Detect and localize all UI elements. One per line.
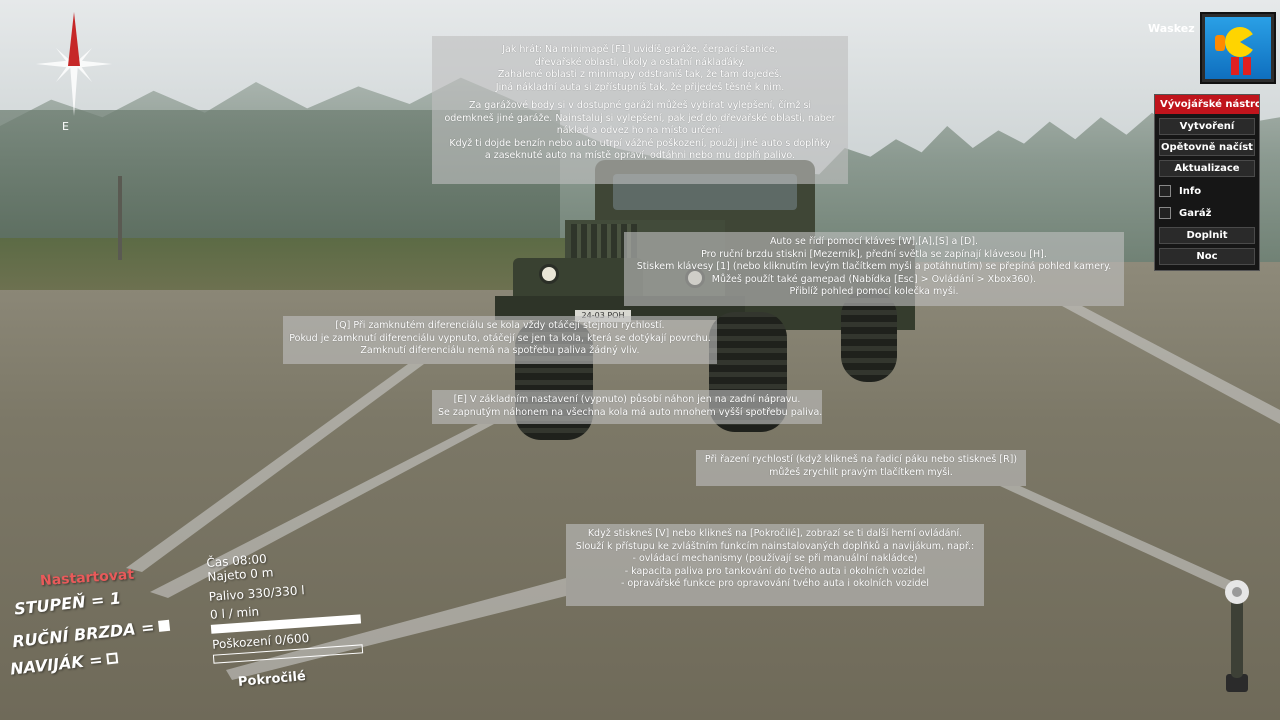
compass-icon: E — [36, 12, 112, 133]
avatar-thumb — [1215, 35, 1225, 51]
dev-tools-panel: Vývojářské nástroje Vytvoření Opětovně n… — [1154, 94, 1260, 271]
tip-line: Stiskem klávesy [1] (nebo kliknutím levý… — [636, 261, 1112, 272]
checkbox-icon[interactable] — [1159, 207, 1171, 219]
svg-text:E: E — [62, 120, 69, 133]
night-button[interactable]: Noc — [1159, 248, 1255, 265]
gear-lever-icon[interactable] — [1220, 578, 1260, 696]
tip-line: Můžeš použít také gamepad (Nabídka [Esc]… — [711, 273, 1037, 285]
handbrake-state-icon — [157, 619, 170, 632]
tip-line: Zamknutí diferenciálu nemá na spotřebu p… — [360, 345, 640, 356]
avatar-legs — [1231, 57, 1251, 75]
tip-advanced: Když stiskneš [V] nebo klikneš na [Pokro… — [566, 524, 984, 606]
utility-pole — [118, 176, 122, 260]
tip-line: náklad a odvez ho na místo určení. — [556, 125, 724, 136]
update-button[interactable]: Aktualizace — [1159, 160, 1255, 177]
tip-line: dřevařské oblasti, úkoly a ostatní nákla… — [534, 56, 746, 68]
tip-line: Auto se řídí pomocí kláves [W],[A],[S] a… — [769, 236, 979, 247]
winch-state-icon — [105, 652, 119, 665]
vehicle-stats: Čas 08:00 Najeto 0 m Palivo 330/330 l 0 … — [206, 546, 364, 668]
tip-line: - kapacita paliva pro tankování do tvého… — [624, 565, 926, 577]
leader-gearshift — [1000, 486, 1238, 590]
leader-diff-lock — [126, 364, 424, 572]
tip-line: Jiná nákladní auta si zpřístupníš tak, ž… — [495, 81, 785, 93]
info-checkbox-label: Info — [1179, 185, 1202, 197]
leader-awd — [150, 424, 494, 598]
tip-line: Při řazení rychlostí (když klikneš na řa… — [704, 454, 1018, 465]
tip-diff-lock: [Q] Při zamknutém diferenciálu se kola v… — [283, 316, 717, 364]
tip-line: Se zapnutým náhonem na všechna kola má a… — [438, 406, 823, 418]
tip-line: Pro ruční brzdu stiskni [Mezerník], před… — [701, 248, 1047, 260]
tip-controls: Auto se řídí pomocí kláves [W],[A],[S] a… — [624, 232, 1124, 306]
tip-line: Pokud je zamknutí diferenciálu vypnuto, … — [289, 332, 711, 344]
tip-line: Přiblíž pohled pomocí kolečka myši. — [789, 286, 959, 297]
player-avatar[interactable] — [1200, 12, 1276, 84]
truck-fender — [513, 258, 643, 302]
pacman-icon — [1225, 27, 1255, 57]
tip-line: Slouží k přístupu ke zvláštním funkcím n… — [575, 540, 975, 552]
tip-line: Jak hrát: Na minimapě [F1] uvidíš garáže… — [502, 44, 778, 55]
info-checkbox[interactable]: Info — [1159, 181, 1255, 201]
tip-awd: [E] V základním nastavení (vypnuto) půso… — [432, 390, 822, 424]
checkbox-icon[interactable] — [1159, 185, 1171, 197]
tip-line: Když ti dojde benzín nebo auto utrpí váž… — [449, 137, 831, 149]
leader-advanced — [226, 578, 566, 680]
tip-line: a zaseknuté auto na místě opraví, odtáhn… — [484, 150, 796, 161]
reload-button[interactable]: Opětovně načíst — [1159, 139, 1255, 156]
tip-line: Zahalené oblasti z minimapy odstraníš ta… — [497, 69, 783, 80]
create-button[interactable]: Vytvoření — [1159, 118, 1255, 135]
tip-line: [E] V základním nastavení (vypnuto) půso… — [453, 394, 801, 405]
player-name: Waskez — [1148, 22, 1195, 35]
tip-how-to-play: Jak hrát: Na minimapě [F1] uvidíš garáže… — [432, 36, 848, 184]
tip-line: Když stiskneš [V] nebo klikneš na [Pokro… — [587, 528, 963, 539]
avatar-image — [1205, 17, 1271, 79]
tip-line: Za garážové body si v dostupné garáži mů… — [468, 100, 812, 111]
dev-tools-title: Vývojářské nástroje — [1155, 95, 1259, 114]
tip-line: - opravářské funkce pro opravování tvého… — [620, 578, 930, 589]
tip-gearshift: Při řazení rychlostí (když klikneš na řa… — [696, 450, 1026, 486]
tip-line: odemkneš jiné garáže. Nainstaluj si vyle… — [444, 112, 836, 124]
headlight-left — [539, 264, 559, 284]
leader-controls — [1062, 306, 1280, 424]
tip-line: můžeš zrychlit pravým tlačítkem myši. — [769, 466, 953, 478]
license-plate-text: 24-03 РОН — [575, 310, 631, 322]
garage-checkbox-label: Garáž — [1179, 207, 1212, 219]
tip-line: [Q] Při zamknutém diferenciálu se kola v… — [335, 320, 665, 331]
garage-checkbox[interactable]: Garáž — [1159, 203, 1255, 223]
refill-button[interactable]: Doplnit — [1159, 227, 1255, 244]
tip-line: - ovládací mechanismy (používají se při … — [632, 553, 918, 564]
